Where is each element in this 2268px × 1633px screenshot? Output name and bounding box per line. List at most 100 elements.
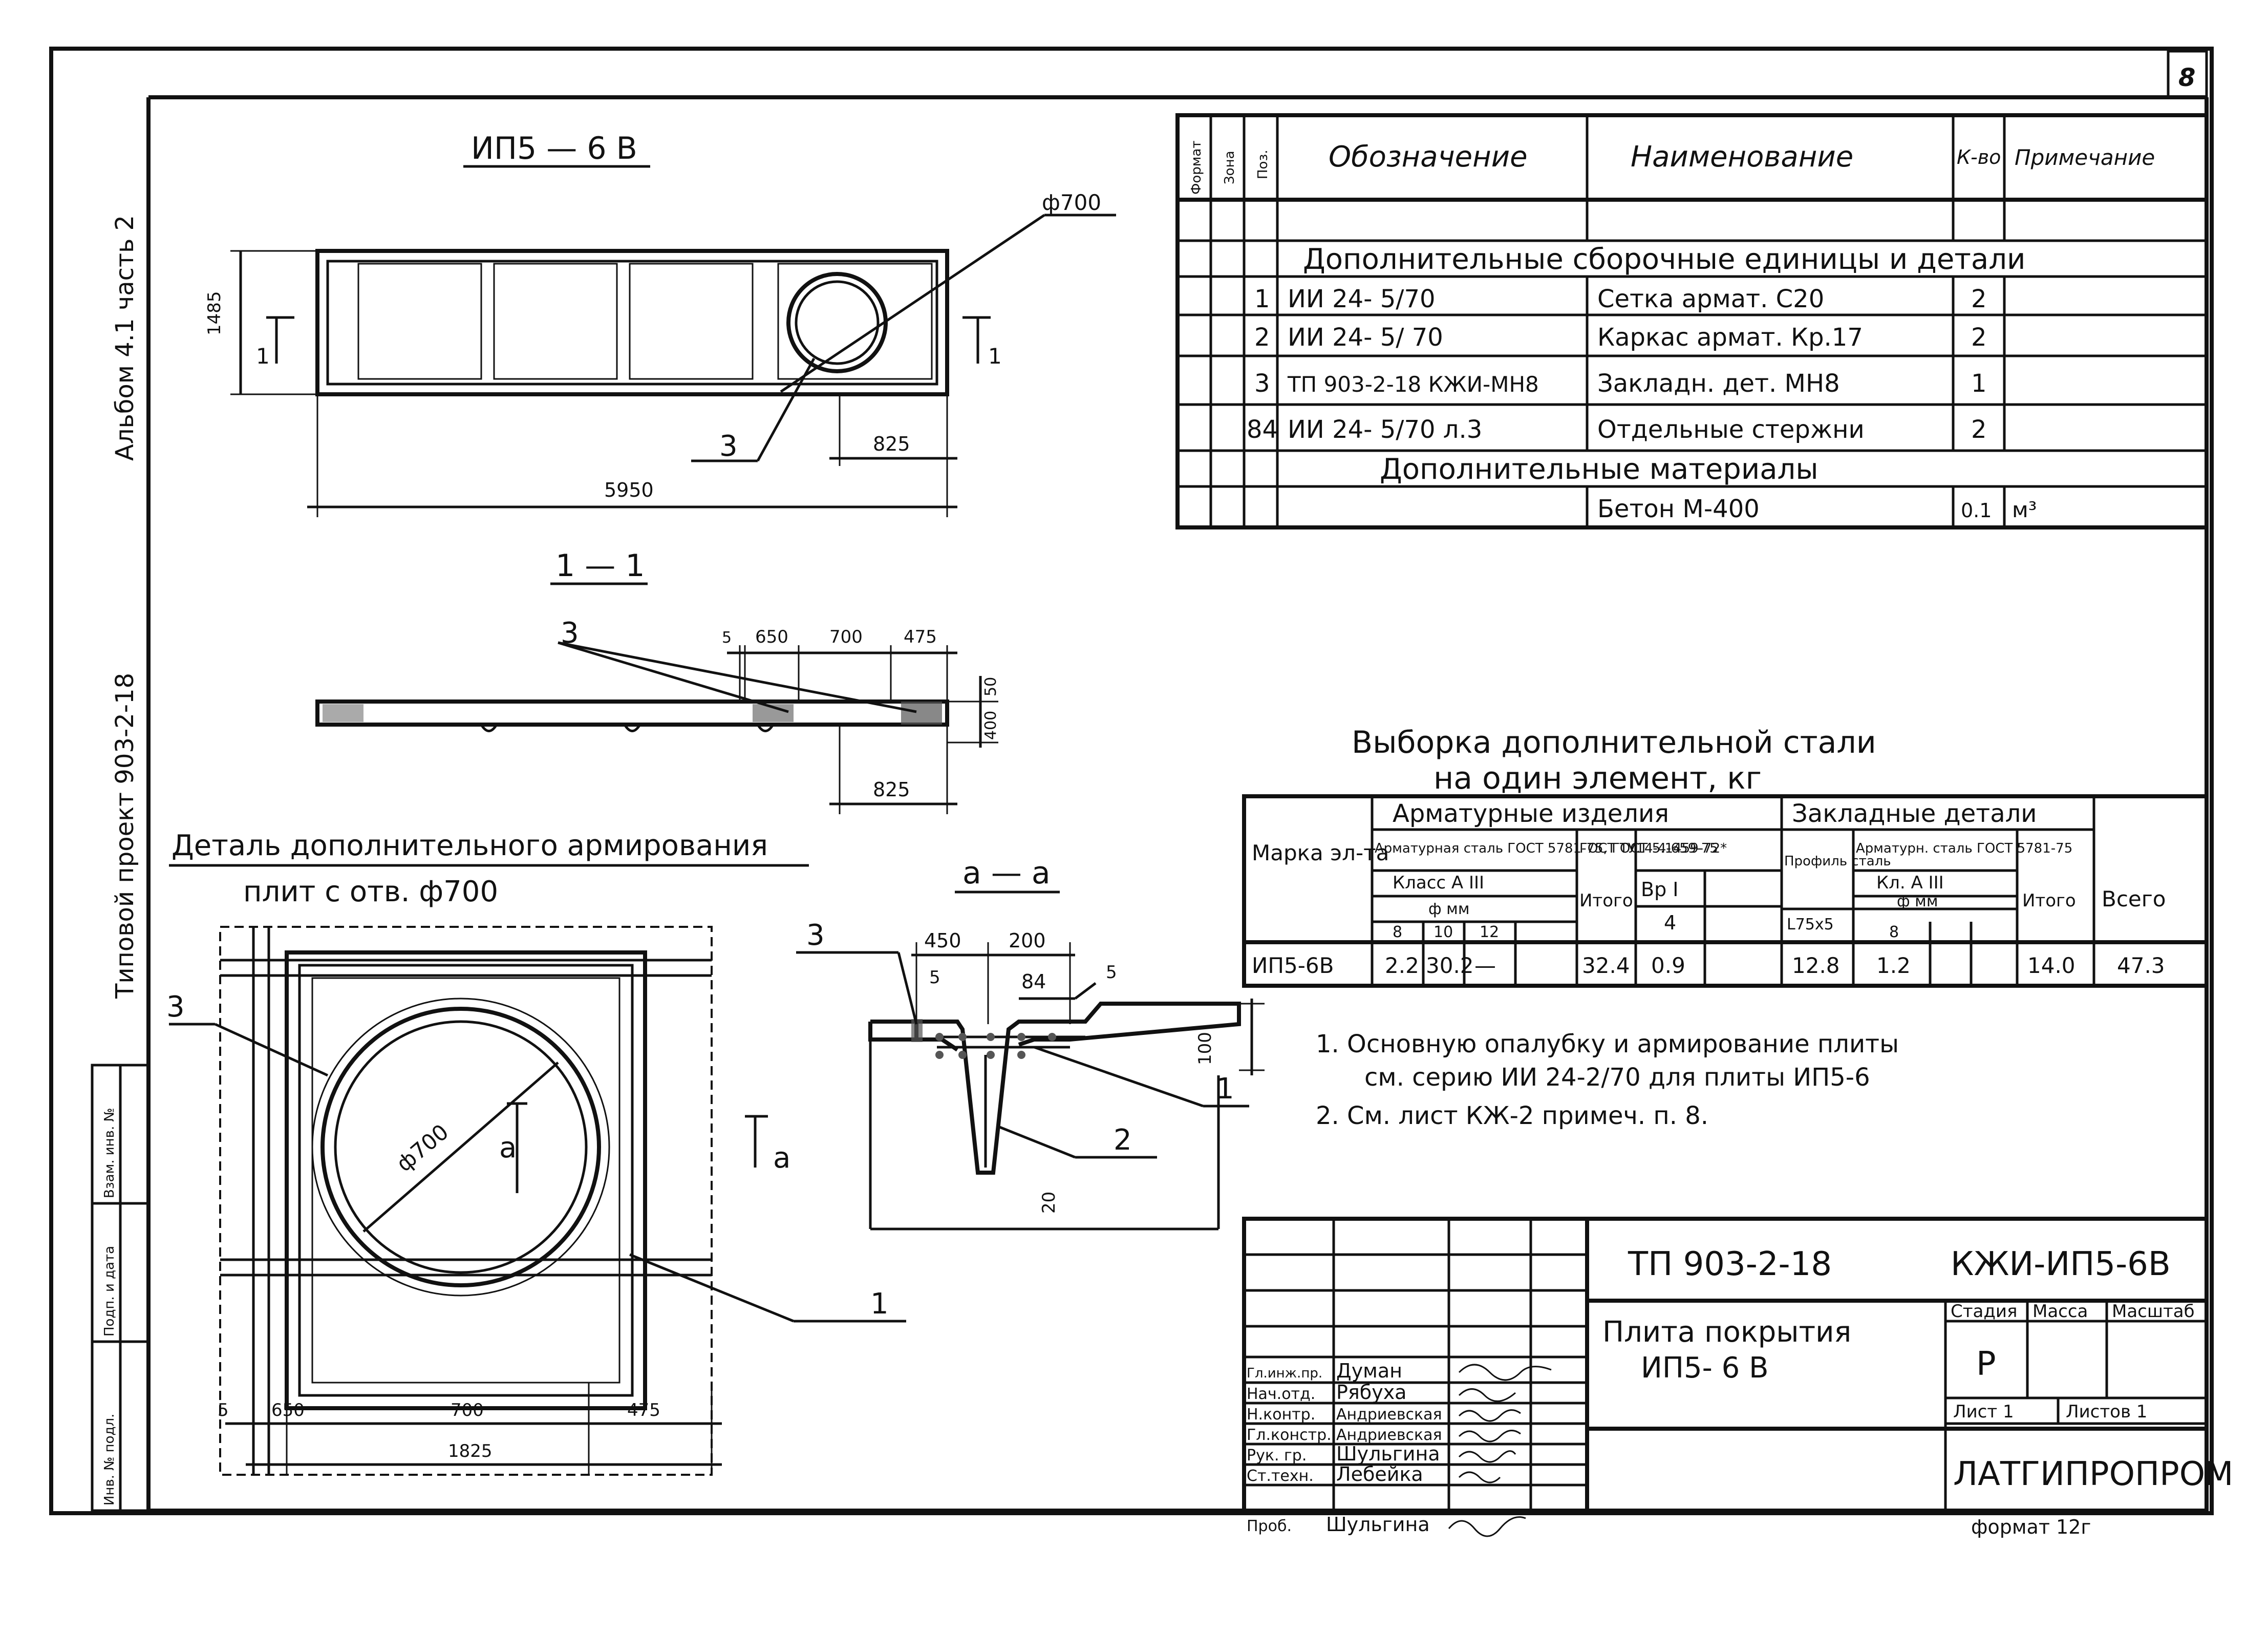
detail-section-mark-right: а (773, 1141, 790, 1175)
spec-group-2: Дополнительные материалы (1380, 453, 1818, 486)
plan-view: ИП5 — 6 В ф700 3 1485 1 1 5950 825 (204, 131, 1116, 517)
steel-h-rebar-steel2: Арматурн. сталь ГОСТ 5781-75 (1856, 841, 2072, 856)
spec-r4-name: Отдельные стержни (1597, 415, 1865, 444)
steel-h-mark: Марка эл-та (1252, 840, 1389, 865)
tb-sig-name-7: Шульгина (1326, 1513, 1430, 1536)
spec-r2-designation: ИИ 24- 5/ 70 (1288, 323, 1443, 352)
spec-r3-qty: 1 (1971, 369, 1987, 398)
tb-stage: Р (1976, 1345, 1996, 1383)
tb-format: формат 12г (1971, 1516, 2091, 1538)
signature-scribble-1 (1458, 1364, 1552, 1381)
steel-h-grand: Всего (2102, 886, 2166, 911)
note-1-cont: см. серию ИИ 24-2/70 для плиты ИП5-6 (1364, 1063, 1870, 1092)
signature-scribble-6 (1458, 1471, 1501, 1483)
spec-h-pos: Поз. (1255, 150, 1271, 179)
spec-material-qty: 0.1 (1961, 499, 1992, 522)
spec-group-1: Дополнительные сборочные единицы и детал… (1303, 243, 2025, 276)
steel-h-d8: 8 (1393, 923, 1402, 941)
tb-scale-label: Масштаб (2112, 1301, 2195, 1322)
steel-h-dia2: ф мм (1897, 893, 1938, 910)
plan-dim-length: 5950 (604, 479, 654, 501)
steel-h-d12: 12 (1480, 923, 1499, 941)
side-field-2: Подп. и дата (102, 1246, 117, 1337)
plan-hole-dia: ф700 (1042, 190, 1101, 215)
plan-dim-offset: 825 (873, 433, 910, 455)
signature-scribble-3 (1458, 1409, 1521, 1422)
steel-h-products: Арматурные изделия (1393, 799, 1669, 828)
steel-title-1: Выборка дополнительной стали (1352, 725, 1876, 760)
tb-drawing-code: КЖИ-ИП5-6В (1951, 1245, 2171, 1283)
spec-r4-qty: 2 (1971, 415, 1987, 444)
steel-row-profile: 12.8 (1792, 953, 1840, 978)
plan-title: ИП5 — 6 В (471, 131, 637, 166)
tb-sheet: Лист 1 (1953, 1402, 2014, 1422)
steel-h-class2: Кл. А III (1876, 873, 1944, 893)
steel-h-embedded: Закладные детали (1792, 799, 2037, 828)
plan-callout-3: 3 (719, 430, 738, 463)
spec-r4-designation: ИИ 24- 5/70 л.3 (1288, 415, 1482, 444)
detail-callout-1: 1 (870, 1287, 889, 1321)
tb-sig-role-3: Н.контр. (1247, 1406, 1315, 1424)
section-1-1-dim-3: 475 (904, 627, 937, 647)
spec-r3-name: Закладн. дет. МН8 (1597, 369, 1840, 398)
steel-row-mark: ИП5-6В (1252, 953, 1334, 978)
tb-sig-name-1: Думан (1336, 1360, 1402, 1382)
spec-r2-name: Каркас армат. Кр.17 (1597, 323, 1863, 352)
steel-h-class: Класс А III (1393, 873, 1484, 893)
spec-r2-pos: 2 (1254, 323, 1270, 352)
section-1-1-dim-2: 700 (829, 627, 863, 647)
section-a-a-dim-left: 5 (929, 967, 940, 988)
note-1: 1. Основную опалубку и армирование плиты (1316, 1030, 1899, 1058)
steel-h-profile: Профиль сталь (1784, 854, 1891, 869)
detail-title-1: Деталь дополнительного армирования (172, 829, 768, 862)
side-stamp: Альбом 4.1 часть 2 Типовой проект 903-2-… (91, 215, 150, 1512)
section-a-a-title: а — а (962, 855, 1051, 891)
spec-r4-pos: 84 (1247, 415, 1278, 444)
steel-h-vr: Вр I (1641, 878, 1678, 901)
detail-dim-3: 475 (627, 1400, 660, 1420)
side-field-3: Взам. инв. № (102, 1108, 117, 1198)
tb-sig-role-6: Ст.техн. (1247, 1467, 1314, 1485)
spec-material-unit: м³ (2012, 497, 2037, 522)
section-a-a-bar-label: 84 (1021, 970, 1046, 993)
section-1-1-dim-1: 650 (755, 627, 788, 647)
tb-sheets: Листов 1 (2066, 1402, 2147, 1422)
tb-sig-name-5: Шульгина (1336, 1443, 1440, 1465)
detail-section-mark: а (499, 1131, 517, 1164)
tb-sig-name-3: Андриевская (1336, 1406, 1442, 1424)
spec-r1-designation: ИИ 24- 5/70 (1288, 285, 1436, 313)
steel-h-total: Итого (1579, 890, 1633, 911)
spec-r1-pos: 1 (1254, 285, 1270, 313)
steel-h-total2: Итого (2022, 890, 2076, 911)
steel-h-gost-wire: ГОСТ ТУ14-4-659-75 (1579, 841, 1718, 856)
spec-h-format: Формат (1189, 141, 1204, 195)
spec-table: Формат Зона Поз. Обозначение Наименовани… (1175, 113, 2209, 529)
tb-sig-role-5: Рук. гр. (1247, 1447, 1307, 1465)
spec-r3-designation: ТП 903-2-18 КЖИ-МН8 (1287, 372, 1539, 397)
steel-row-total2: 14.0 (2027, 953, 2076, 978)
section-a-a-dim-1: 200 (1009, 929, 1046, 952)
tb-sig-role-7: Проб. (1247, 1517, 1292, 1535)
steel-row-d10: 30.2 (1426, 953, 1474, 978)
tb-sig-role-2: Нач.отд. (1247, 1385, 1315, 1403)
section-a-a: а — а 3 1 2 450 200 5 5 (796, 855, 1265, 1231)
section-1-1-callout: 3 (561, 617, 579, 650)
section-1-1-title: 1 — 1 (555, 548, 645, 584)
title-block: ТП 903-2-18 КЖИ-ИП5-6В Плита покрытия ИП… (1242, 1217, 2233, 1538)
spec-r3-pos: 3 (1254, 369, 1270, 398)
tb-sig-role-1: Гл.инж.пр. (1247, 1366, 1322, 1381)
steel-row-vr: 0.9 (1651, 953, 1685, 978)
steel-row-total: 32.4 (1582, 953, 1630, 978)
spec-h-note: Примечание (2015, 145, 2155, 170)
detail-dim-0: 5 (218, 1400, 229, 1420)
spec-material-name: Бетон М-400 (1597, 495, 1760, 523)
tb-stage-label: Стадия (1951, 1301, 2017, 1322)
steel-h-dia2-val: 8 (1889, 923, 1899, 941)
tb-mass-label: Масса (2032, 1301, 2088, 1322)
steel-row-d8: 2.2 (1385, 953, 1419, 978)
detail-total: 1825 (448, 1441, 493, 1461)
side-field-1: Инв. № подл. (102, 1414, 117, 1505)
section-a-a-dim-height: 100 (1195, 1032, 1215, 1065)
signature-scribble-5 (1458, 1450, 1516, 1463)
